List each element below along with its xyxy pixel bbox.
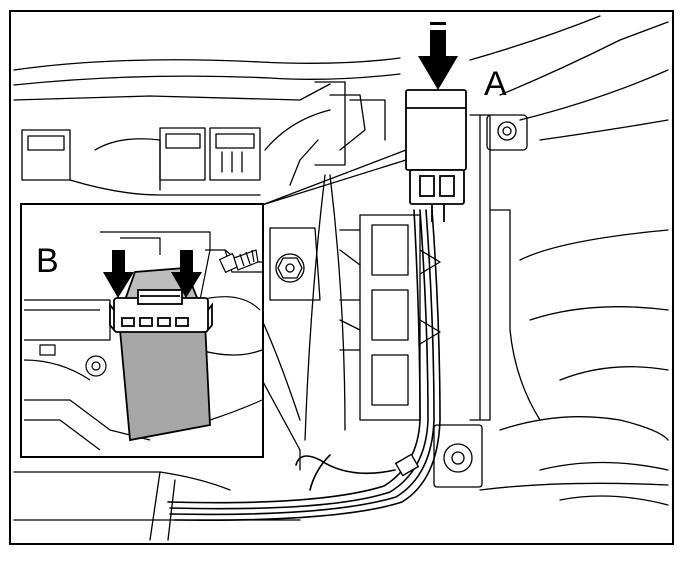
callout-a-label: A [484,65,507,103]
arrow-down-icon [171,250,202,298]
arrow-down-icon [103,250,134,298]
relay-b [109,267,213,442]
detail-inset: B [20,203,264,458]
harness-clip [394,453,420,477]
leader-lines [261,149,407,206]
callout-b-label: B [36,242,59,280]
arrow-down-icon [418,22,458,90]
relay-a [405,89,467,222]
